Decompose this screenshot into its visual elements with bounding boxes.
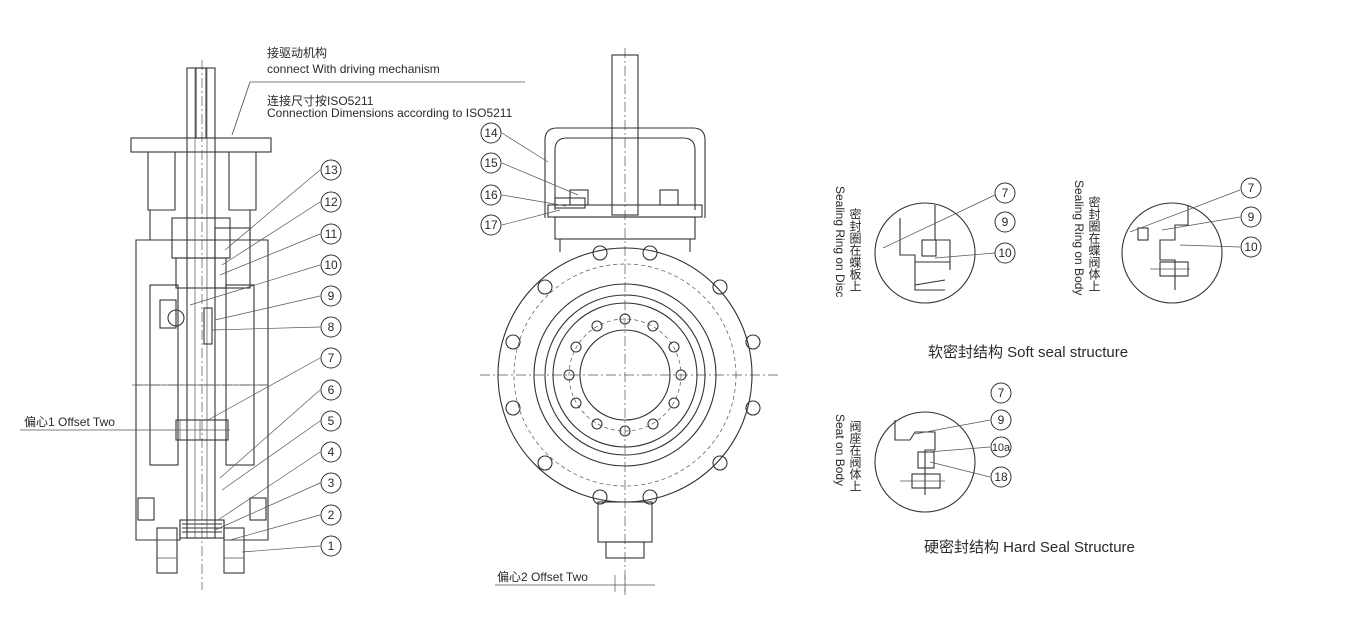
callout-13: 13	[324, 163, 338, 177]
soft-disc-label-cn: 密封圈在蝶板上	[848, 208, 862, 292]
connection-label-en: Connection Dimensions according to ISO52…	[267, 106, 513, 120]
soft-disc-callout-9: 9	[1002, 215, 1009, 229]
drive-label-en: connect With driving mechanism	[267, 62, 440, 76]
front-callout-circles	[480, 122, 502, 236]
soft-body-callout-9: 9	[1248, 210, 1255, 224]
offset-two-label: 偏心2 Offset Two	[497, 570, 588, 584]
callout-10: 10	[324, 258, 338, 272]
soft-body-label-cn: 密封圈在蝶阀体上	[1087, 196, 1101, 292]
soft-body-label-en: Sealing Ring on Body	[1072, 180, 1086, 296]
soft-disc-callout-10: 10	[998, 246, 1012, 260]
soft-seal-disc-detail	[874, 194, 996, 304]
callout-15: 15	[484, 156, 498, 170]
soft-disc-callout-circles	[994, 182, 1016, 264]
callout-2: 2	[328, 508, 335, 522]
soft-seal-body-detail	[1121, 189, 1241, 304]
callout-8: 8	[328, 320, 335, 334]
hard-seal-label-cn: 阀座在阀体上	[848, 420, 862, 492]
hard-seal-caption: 硬密封结构 Hard Seal Structure	[924, 539, 1135, 556]
callout-16: 16	[484, 188, 498, 202]
callout-12: 12	[324, 195, 338, 209]
callout-1: 1	[328, 539, 335, 553]
callout-4: 4	[328, 445, 335, 459]
callout-14: 14	[484, 126, 498, 140]
soft-seal-caption: 软密封结构 Soft seal structure	[928, 344, 1129, 361]
side-callout-circles	[320, 159, 342, 557]
hard-callout-circles	[990, 382, 1012, 488]
callout-5: 5	[328, 414, 335, 428]
callout-7: 7	[328, 351, 335, 365]
hard-callout-10a: 10a	[992, 442, 1011, 454]
callout-6: 6	[328, 383, 335, 397]
hard-callout-7: 7	[998, 386, 1005, 400]
soft-body-callout-10: 10	[1244, 240, 1258, 254]
front-view	[480, 48, 780, 595]
callout-9: 9	[328, 289, 335, 303]
drive-label-cn: 接驱动机构	[267, 46, 328, 60]
hard-seal-detail	[874, 411, 991, 513]
soft-body-callout-7: 7	[1248, 181, 1255, 195]
flange-bolt-holes	[505, 245, 761, 505]
connection-label-cn: 连接尺寸按ISO5211	[267, 94, 374, 108]
hard-callout-9: 9	[998, 413, 1005, 427]
soft-disc-callout-7: 7	[1002, 186, 1009, 200]
side-leaders	[189, 169, 321, 553]
side-section-view	[20, 60, 525, 590]
callout-3: 3	[328, 476, 335, 490]
callout-11: 11	[325, 227, 338, 241]
inner-bolt-holes	[563, 313, 687, 437]
soft-body-callout-circles	[1240, 177, 1262, 258]
hard-seal-label-en: Seat on Body	[833, 414, 847, 487]
soft-disc-label-en: Sealing Ring on Disc	[833, 186, 847, 298]
offset-one-label: 偏心1 Offset Two	[24, 415, 115, 429]
hard-callout-18: 18	[994, 470, 1008, 484]
callout-17: 17	[484, 218, 498, 232]
front-leaders	[501, 132, 579, 226]
